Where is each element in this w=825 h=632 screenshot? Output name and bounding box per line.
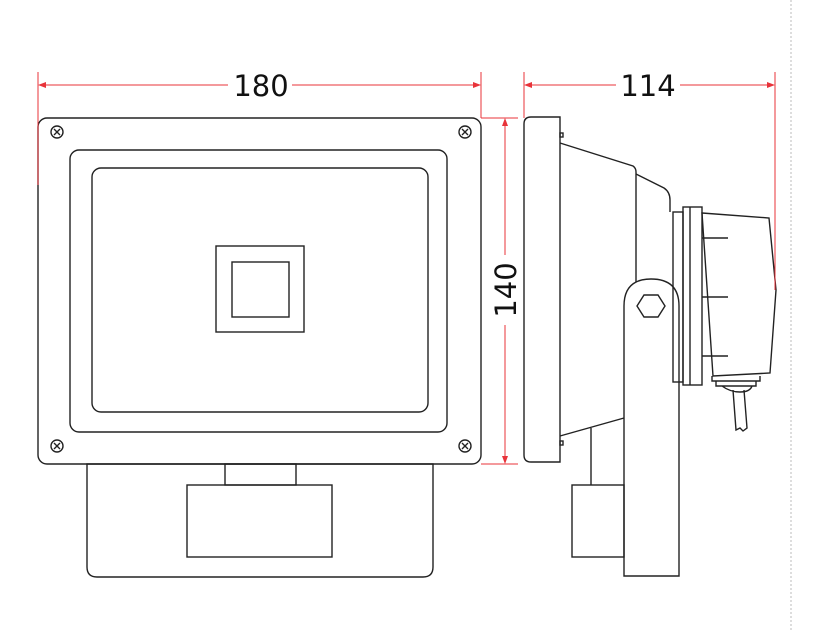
screw-icon: [50, 125, 64, 139]
driver-box: [701, 212, 777, 377]
front-view: [37, 117, 482, 578]
dimension-depth: 114: [523, 69, 776, 290]
body-bottom: [559, 417, 625, 437]
body-top: [559, 142, 637, 282]
screw-icon: [458, 125, 472, 139]
sensor-neck: [224, 463, 297, 486]
sensor-box-front: [186, 484, 333, 558]
cable-gland: [711, 376, 761, 393]
depth-label: 114: [620, 69, 675, 103]
hex-bolt-icon: [636, 294, 666, 318]
width-label: 180: [233, 69, 288, 103]
flange: [682, 206, 703, 386]
body-step: [635, 173, 671, 212]
height-label: 140: [489, 262, 523, 317]
housing-outer: [37, 117, 482, 465]
front-plate-side: [523, 116, 561, 463]
cable: [732, 389, 748, 432]
frame-inner: [69, 149, 448, 433]
led-chip: [231, 261, 290, 318]
mount-bracket-front: [86, 463, 434, 578]
glass-panel: [91, 167, 429, 413]
screw-icons: [50, 125, 472, 453]
side-view: [523, 116, 777, 577]
led-outer: [215, 245, 305, 333]
screw-icon: [50, 439, 64, 453]
mount-arm: [623, 278, 680, 577]
dimension-width: 180: [37, 69, 482, 185]
sensor-box-side: [571, 484, 625, 558]
dimension-height: 140: [481, 117, 523, 465]
screw-icon: [458, 439, 472, 453]
